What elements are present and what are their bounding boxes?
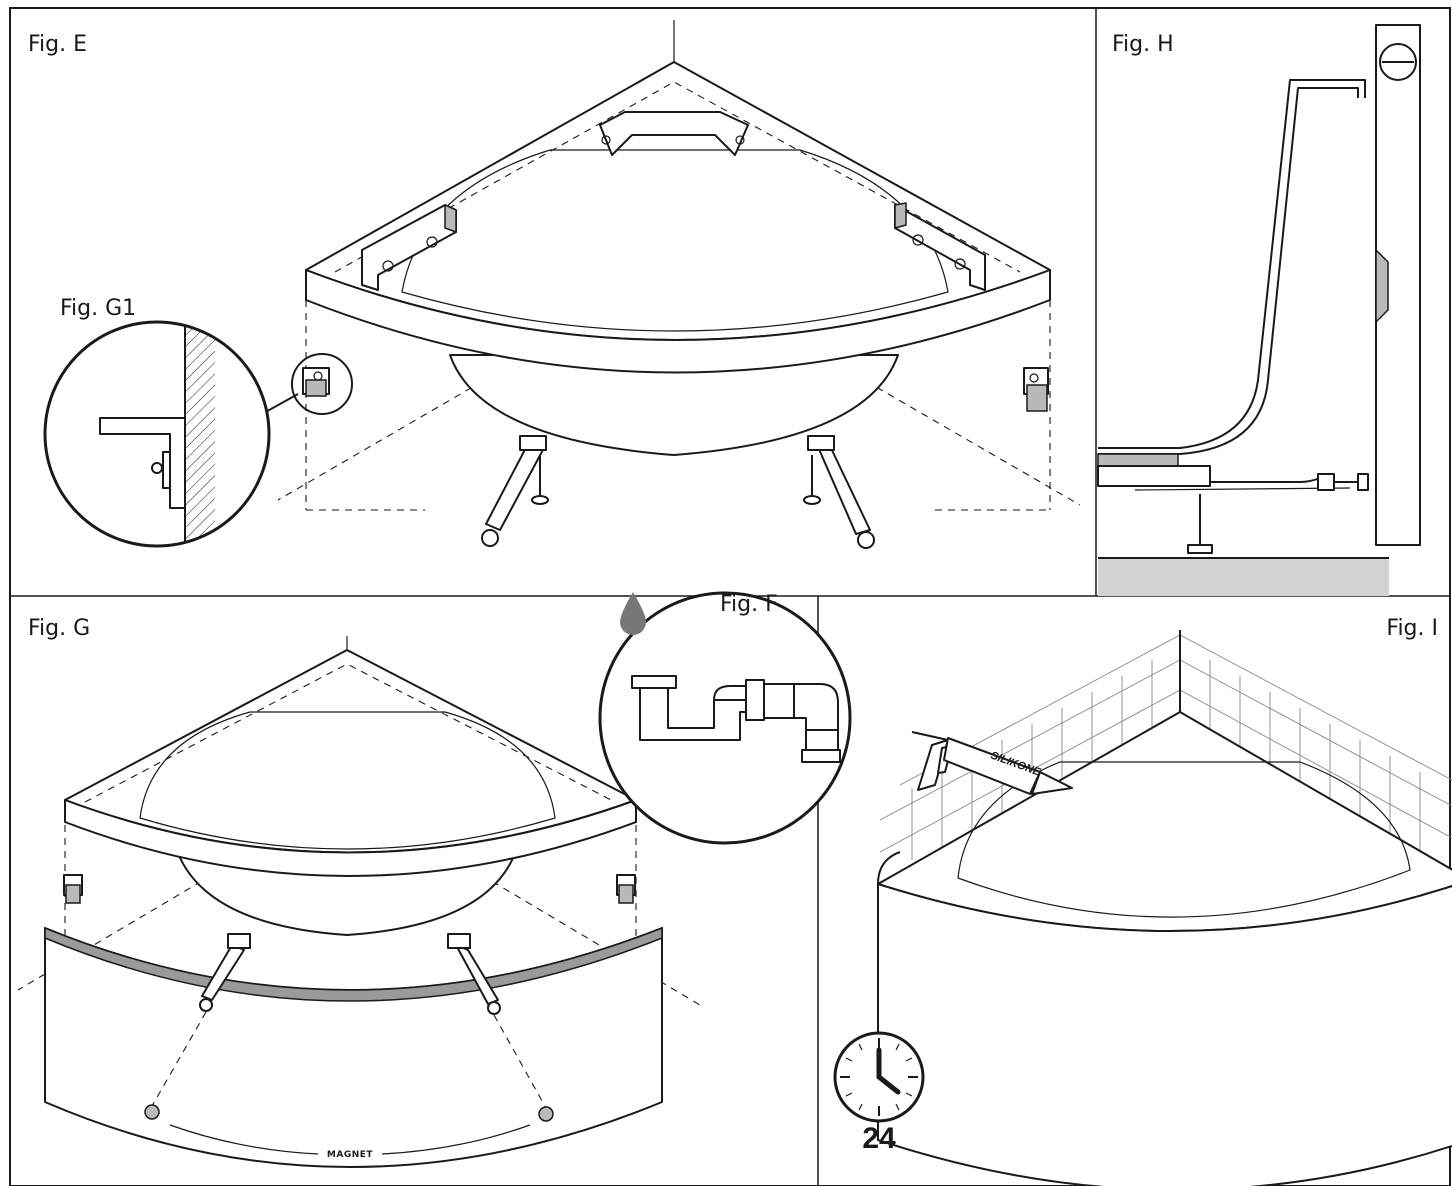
adjustable-leg-left [481, 435, 549, 547]
fig-h-label: Fig. H [1112, 32, 1174, 57]
fig-g-diagram [17, 636, 701, 1168]
clock-hours-label: 24 [862, 1122, 896, 1155]
water-drop-icon [620, 592, 646, 635]
magnet-icon [144, 1104, 160, 1120]
fig-e-diagram [277, 20, 1081, 549]
fig-f-detail [598, 591, 852, 845]
fig-i-diagram [877, 630, 1452, 1186]
fig-g1-detail [43, 320, 299, 548]
adjustable-leg-right [803, 435, 875, 549]
fig-f-label: Fig. F [720, 592, 778, 617]
siphon-icon [631, 675, 841, 763]
clock-icon [833, 1031, 925, 1123]
wall-clip-right [1023, 367, 1049, 412]
caulk-gun-icon [911, 731, 1073, 795]
magnet-label: MAGNET [327, 1150, 373, 1160]
fig-g-label: Fig. G [28, 616, 90, 641]
fig-h-diagram [1097, 24, 1421, 596]
fig-e-label: Fig. E [28, 32, 87, 57]
wall-clip-left [302, 367, 330, 397]
fig-g1-label: Fig. G1 [60, 296, 136, 321]
fig-i-label: Fig. I [1386, 616, 1438, 641]
